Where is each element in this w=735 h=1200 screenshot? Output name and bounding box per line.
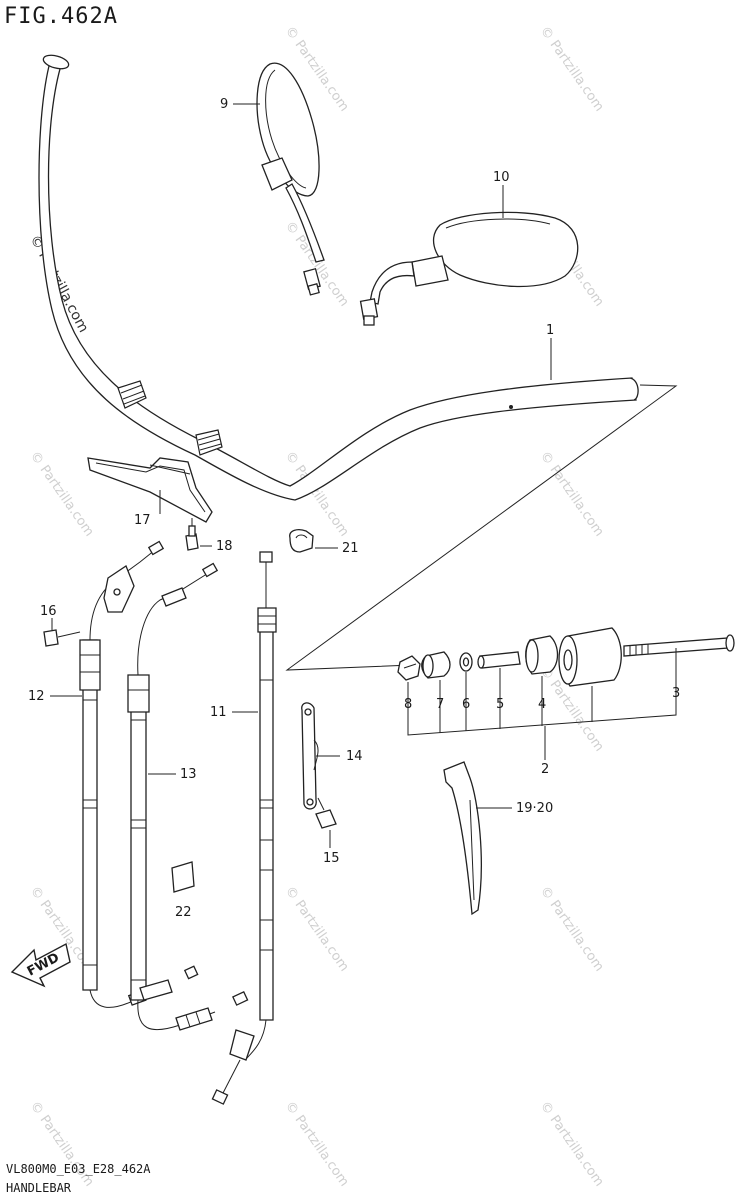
handlebar-part-1 [38, 54, 678, 671]
figure-code: VL800M0_E03_E28_462A [6, 1162, 151, 1176]
callout-18: 18 [216, 539, 233, 554]
grip-band [195, 429, 223, 456]
bolt-part-16 [43, 629, 81, 647]
collar-part-5 [477, 651, 521, 669]
bush-part-4 [525, 635, 559, 675]
grip-band [117, 380, 147, 409]
watermark: © Partzilla.com [282, 884, 352, 975]
callout-21: 21 [342, 541, 359, 556]
weight-part-2 [558, 627, 622, 687]
bracket-part-17 [87, 457, 213, 523]
watermark: © Partzilla.com [27, 449, 97, 540]
tie-part-19-20 [443, 761, 482, 916]
throttle-cable-part-12 [79, 540, 165, 1008]
spacer-part-7 [421, 651, 451, 679]
label-part-22 [171, 861, 195, 893]
figure-title: FIG.462A [4, 4, 118, 29]
callout-13: 13 [180, 767, 197, 782]
bracket-part-14 [301, 702, 319, 810]
callout-labels: 1 2 3 4 5 6 7 8 9 10 11 12 13 14 15 16 1… [28, 97, 680, 920]
throttle-cable-part-13 [127, 562, 249, 1031]
callout-9: 9 [220, 97, 228, 112]
callout-2: 2 [541, 762, 549, 777]
callout-19-20: 19·20 [516, 801, 553, 816]
screw-part-3 [623, 634, 735, 657]
watermark: © Partzilla.com [537, 884, 607, 975]
callout-22: 22 [175, 905, 192, 920]
callout-15: 15 [323, 851, 340, 866]
callout-11: 11 [210, 705, 227, 720]
watermark: © Partzilla.com [282, 219, 352, 310]
mirror-left-part-9 [256, 62, 325, 296]
watermark: © Partzilla.com [282, 1099, 352, 1190]
bolt-part-18 [185, 518, 199, 551]
callout-10: 10 [493, 170, 510, 185]
fwd-arrow: FWD [10, 942, 71, 988]
callout-5: 5 [496, 697, 504, 712]
clamp-part-21 [289, 529, 314, 553]
bar-end-assembly [397, 627, 735, 760]
callout-12: 12 [28, 689, 45, 704]
callout-8: 8 [404, 697, 412, 712]
watermark: © Partzilla.com [537, 1099, 607, 1190]
callout-4: 4 [538, 697, 546, 712]
mirror-right-part-10 [359, 211, 579, 326]
callout-6: 6 [462, 697, 470, 712]
leader-lines [50, 103, 552, 848]
callout-14: 14 [346, 749, 363, 764]
callout-16: 16 [40, 604, 57, 619]
cable-part-11 [211, 551, 277, 1105]
figure-name: HANDLEBAR [6, 1181, 72, 1195]
nut-part-8 [397, 655, 421, 681]
callout-3: 3 [672, 686, 680, 701]
watermark: © Partzilla.com [537, 24, 607, 115]
washer-part-6 [459, 652, 473, 672]
callout-17: 17 [134, 513, 151, 528]
callout-7: 7 [436, 697, 444, 712]
bolt-part-15 [315, 797, 337, 829]
callout-1: 1 [546, 323, 554, 338]
